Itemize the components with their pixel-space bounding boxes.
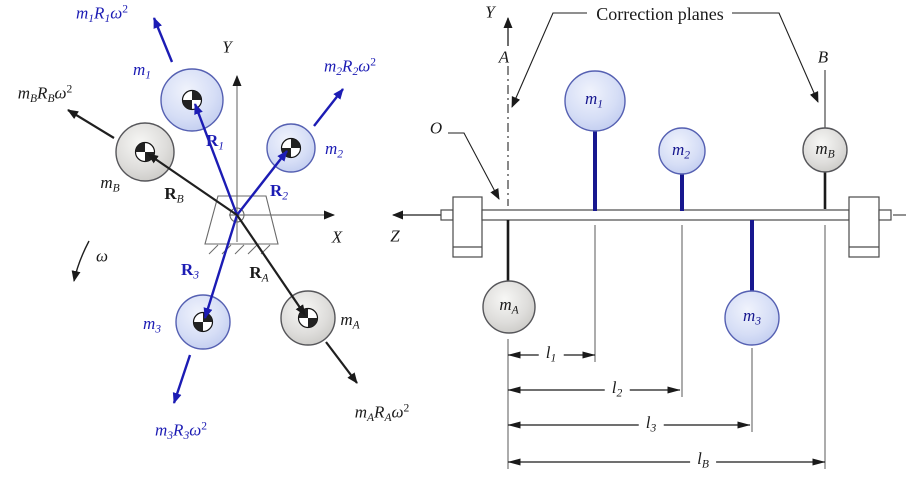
vector-R1-label: R1 bbox=[205, 130, 225, 153]
dimension-l2-label: l2 bbox=[604, 378, 630, 400]
force-m3-label: m3R3ω2 bbox=[154, 419, 208, 442]
dimension-lB-label: lB bbox=[690, 449, 716, 471]
vector-R3-label: R3 bbox=[180, 259, 200, 282]
dimension-l3-label: l3 bbox=[638, 413, 664, 435]
vector-RB-label: RB bbox=[164, 183, 184, 206]
force-m1-label: m1R1ω2 bbox=[75, 2, 129, 25]
side-mass-m3-ball bbox=[724, 290, 780, 346]
y-axis-right-label: Y bbox=[485, 2, 495, 22]
side-mass-mA-ball bbox=[482, 280, 536, 334]
force-mA-arrow bbox=[325, 341, 358, 384]
origin-O-label: O bbox=[429, 118, 443, 138]
force-m2-arrow bbox=[313, 88, 344, 127]
front-view-diagram bbox=[67, 17, 358, 404]
vector-RA-arrow bbox=[236, 214, 306, 316]
mass-m2-label: m2 bbox=[324, 138, 344, 161]
vector-RA-label: RA bbox=[249, 262, 269, 285]
dimension-extension-lines bbox=[507, 225, 826, 469]
plane-A-label: A bbox=[498, 47, 510, 67]
x-axis-left-label: X bbox=[331, 227, 343, 247]
side-mass-m2-ball bbox=[658, 127, 706, 175]
force-m1-arrow bbox=[152, 17, 174, 63]
vector-R3-arrow bbox=[203, 214, 239, 319]
force-mB-label: mBRBω2 bbox=[17, 82, 73, 105]
plane-B-label: B bbox=[817, 47, 829, 67]
force-m2-label: m2R2ω2 bbox=[323, 55, 377, 78]
leader-correction-plane-B bbox=[732, 12, 819, 103]
omega-rotation-arrow bbox=[71, 240, 90, 282]
leader-correction-plane-A bbox=[511, 12, 587, 108]
mass-m1-label: m1 bbox=[132, 59, 152, 82]
omega-label: ω bbox=[95, 246, 109, 266]
mass-m3-label: m3 bbox=[142, 313, 162, 336]
force-mB-arrow bbox=[67, 109, 115, 139]
side-view-diagram bbox=[392, 12, 906, 469]
vector-R2-label: R2 bbox=[269, 180, 289, 203]
mass-mA-label: mA bbox=[340, 309, 360, 332]
force-mA-label: mARAω2 bbox=[354, 401, 410, 424]
vector-R1-arrow bbox=[193, 103, 239, 216]
vector-R2-arrow bbox=[236, 150, 288, 216]
force-m3-arrow bbox=[172, 354, 192, 404]
pivot-circle bbox=[229, 207, 245, 223]
y-axis-left-label: Y bbox=[222, 37, 232, 57]
pivot-trapezoid bbox=[204, 195, 279, 245]
side-mass-m2-label: m2 bbox=[671, 139, 691, 162]
dimension-l1-label: l1 bbox=[538, 343, 564, 365]
leader-origin-O bbox=[448, 132, 500, 200]
z-axis-label: Z bbox=[390, 226, 400, 246]
side-mass-mB-ball bbox=[802, 127, 848, 173]
side-mass-mB-label: mB bbox=[815, 138, 835, 161]
mass-mB-label: mB bbox=[100, 172, 120, 195]
correction-planes-title: Correction planes bbox=[596, 4, 724, 24]
side-mass-m3-label: m3 bbox=[742, 305, 762, 328]
side-mass-mA-label: mA bbox=[499, 294, 519, 317]
vector-RB-arrow bbox=[147, 153, 238, 216]
right-shaft-stub bbox=[878, 209, 892, 221]
side-mass-m1-label: m1 bbox=[584, 88, 604, 111]
side-mass-m1-ball bbox=[564, 70, 626, 132]
